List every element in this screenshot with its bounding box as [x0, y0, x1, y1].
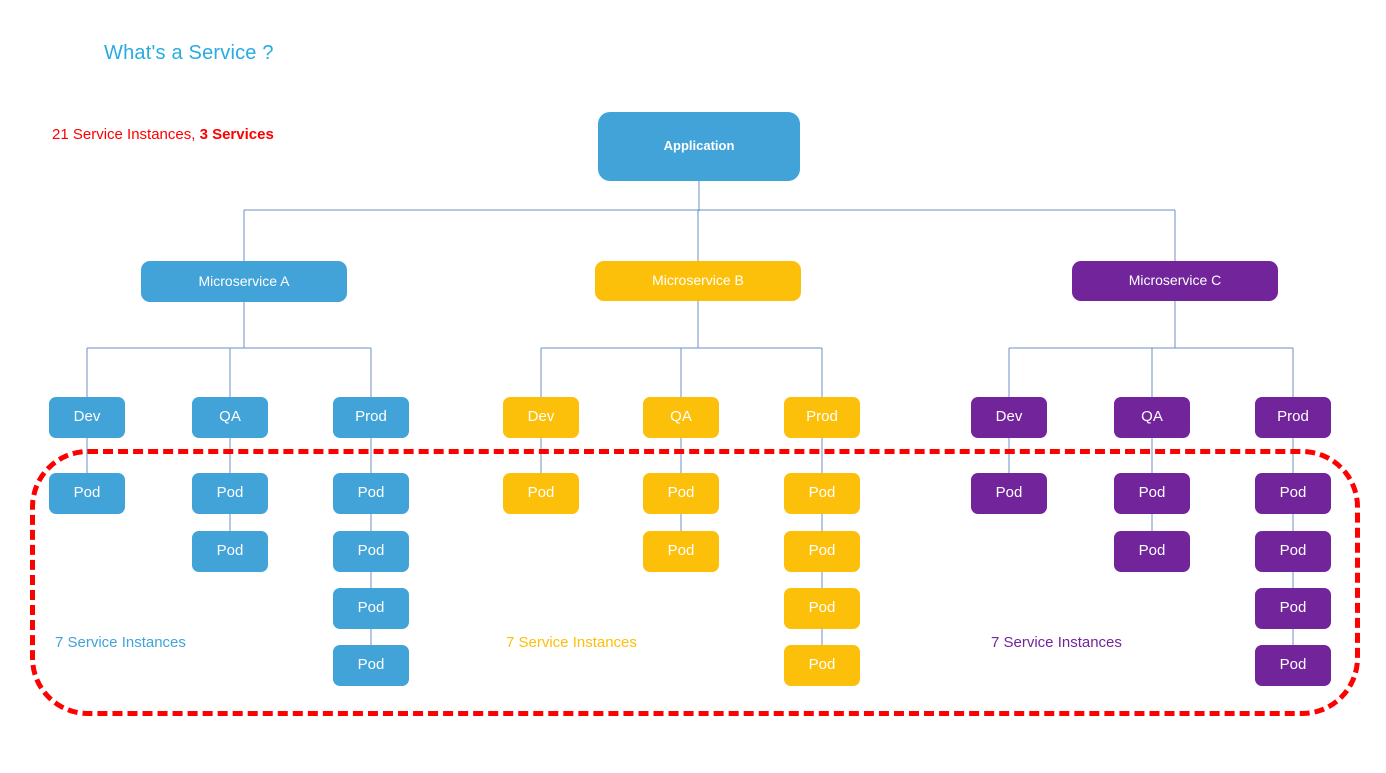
microservice-c-env-qa-node[interactable]: QA: [1114, 397, 1190, 438]
microservice-b-prod-pod-3[interactable]: Pod: [784, 588, 860, 629]
microservice-c-env-qa-node-label: QA: [1141, 408, 1163, 426]
microservice-b-qa-pod-2-label: Pod: [667, 542, 695, 560]
microservice-c-prod-pod-4-label: Pod: [1279, 656, 1307, 674]
microservice-a-node-label: Microservice A: [198, 272, 290, 289]
microservice-c-env-prod-node[interactable]: Prod: [1255, 397, 1331, 438]
microservice-c-env-dev-node[interactable]: Dev: [971, 397, 1047, 438]
microservice-a-prod-pod-4[interactable]: Pod: [333, 645, 409, 686]
microservice-c-qa-pod-2-label: Pod: [1138, 542, 1166, 560]
microservice-c-node[interactable]: Microservice C: [1072, 261, 1278, 301]
application-node-label: Application: [663, 138, 735, 154]
microservice-c-node-label: Microservice C: [1128, 272, 1222, 289]
microservice-a-env-dev-node[interactable]: Dev: [49, 397, 125, 438]
microservice-c-prod-pod-3-label: Pod: [1279, 599, 1307, 617]
microservice-b-env-prod-node[interactable]: Prod: [784, 397, 860, 438]
microservice-a-env-dev-node-label: Dev: [73, 408, 101, 426]
microservice-b-env-qa-node-label: QA: [670, 408, 692, 426]
microservice-c-prod-pod-3[interactable]: Pod: [1255, 588, 1331, 629]
microservice-b-dev-pod-1[interactable]: Pod: [503, 473, 579, 514]
microservice-b-prod-pod-2-label: Pod: [808, 542, 836, 560]
microservice-c-prod-pod-2[interactable]: Pod: [1255, 531, 1331, 572]
microservice-c-dev-pod-1[interactable]: Pod: [971, 473, 1047, 514]
microservice-b-env-dev-node[interactable]: Dev: [503, 397, 579, 438]
microservice-c-instances-label: 7 Service Instances: [991, 634, 1122, 651]
microservice-b-prod-pod-1[interactable]: Pod: [784, 473, 860, 514]
microservice-a-env-qa-node[interactable]: QA: [192, 397, 268, 438]
microservice-b-env-qa-node[interactable]: QA: [643, 397, 719, 438]
microservice-a-qa-pod-2-label: Pod: [216, 542, 244, 560]
microservice-a-prod-pod-2[interactable]: Pod: [333, 531, 409, 572]
microservice-b-qa-pod-1[interactable]: Pod: [643, 473, 719, 514]
microservice-b-instances-label: 7 Service Instances: [506, 634, 637, 651]
microservice-b-prod-pod-1-label: Pod: [808, 484, 836, 502]
microservice-a-qa-pod-2[interactable]: Pod: [192, 531, 268, 572]
microservice-a-prod-pod-3[interactable]: Pod: [333, 588, 409, 629]
microservice-b-qa-pod-1-label: Pod: [667, 484, 695, 502]
microservice-b-qa-pod-2[interactable]: Pod: [643, 531, 719, 572]
microservice-c-qa-pod-1[interactable]: Pod: [1114, 473, 1190, 514]
application-node[interactable]: Application: [598, 112, 800, 181]
microservice-b-dev-pod-1-label: Pod: [527, 484, 555, 502]
microservice-a-prod-pod-3-label: Pod: [357, 599, 385, 617]
summary-strong: 3 Services: [199, 126, 274, 143]
microservice-a-env-prod-node-label: Prod: [355, 408, 387, 426]
microservice-a-node[interactable]: Microservice A: [141, 261, 347, 302]
microservice-a-env-qa-node-label: QA: [219, 408, 241, 426]
microservice-b-prod-pod-4-label: Pod: [808, 656, 836, 674]
microservice-a-env-prod-node[interactable]: Prod: [333, 397, 409, 438]
microservice-a-qa-pod-1-label: Pod: [216, 484, 244, 502]
microservice-c-qa-pod-1-label: Pod: [1138, 484, 1166, 502]
microservice-b-node-label: Microservice B: [652, 272, 744, 289]
microservice-c-env-dev-node-label: Dev: [995, 408, 1023, 426]
microservice-b-env-prod-node-label: Prod: [806, 408, 838, 426]
summary-prefix: 21 Service Instances,: [52, 126, 200, 143]
microservice-c-qa-pod-2[interactable]: Pod: [1114, 531, 1190, 572]
page-title: What's a Service ?: [104, 42, 274, 64]
microservice-a-qa-pod-1[interactable]: Pod: [192, 473, 268, 514]
microservice-a-dev-pod-1-label: Pod: [73, 484, 101, 502]
microservice-b-env-dev-node-label: Dev: [527, 408, 555, 426]
microservice-a-prod-pod-4-label: Pod: [357, 656, 385, 674]
microservice-b-prod-pod-3-label: Pod: [808, 599, 836, 617]
microservice-a-instances-label: 7 Service Instances: [55, 634, 186, 651]
microservice-b-prod-pod-2[interactable]: Pod: [784, 531, 860, 572]
microservice-c-prod-pod-2-label: Pod: [1279, 542, 1307, 560]
microservice-b-prod-pod-4[interactable]: Pod: [784, 645, 860, 686]
microservice-c-prod-pod-1[interactable]: Pod: [1255, 473, 1331, 514]
summary-text: 21 Service Instances, 3 Services: [52, 126, 274, 143]
microservice-c-prod-pod-1-label: Pod: [1279, 484, 1307, 502]
microservice-a-prod-pod-1-label: Pod: [357, 484, 385, 502]
microservice-c-prod-pod-4[interactable]: Pod: [1255, 645, 1331, 686]
microservice-a-dev-pod-1[interactable]: Pod: [49, 473, 125, 514]
microservice-c-env-prod-node-label: Prod: [1277, 408, 1309, 426]
microservice-a-prod-pod-1[interactable]: Pod: [333, 473, 409, 514]
microservice-c-dev-pod-1-label: Pod: [995, 484, 1023, 502]
microservice-a-prod-pod-2-label: Pod: [357, 542, 385, 560]
microservice-b-node[interactable]: Microservice B: [595, 261, 801, 301]
